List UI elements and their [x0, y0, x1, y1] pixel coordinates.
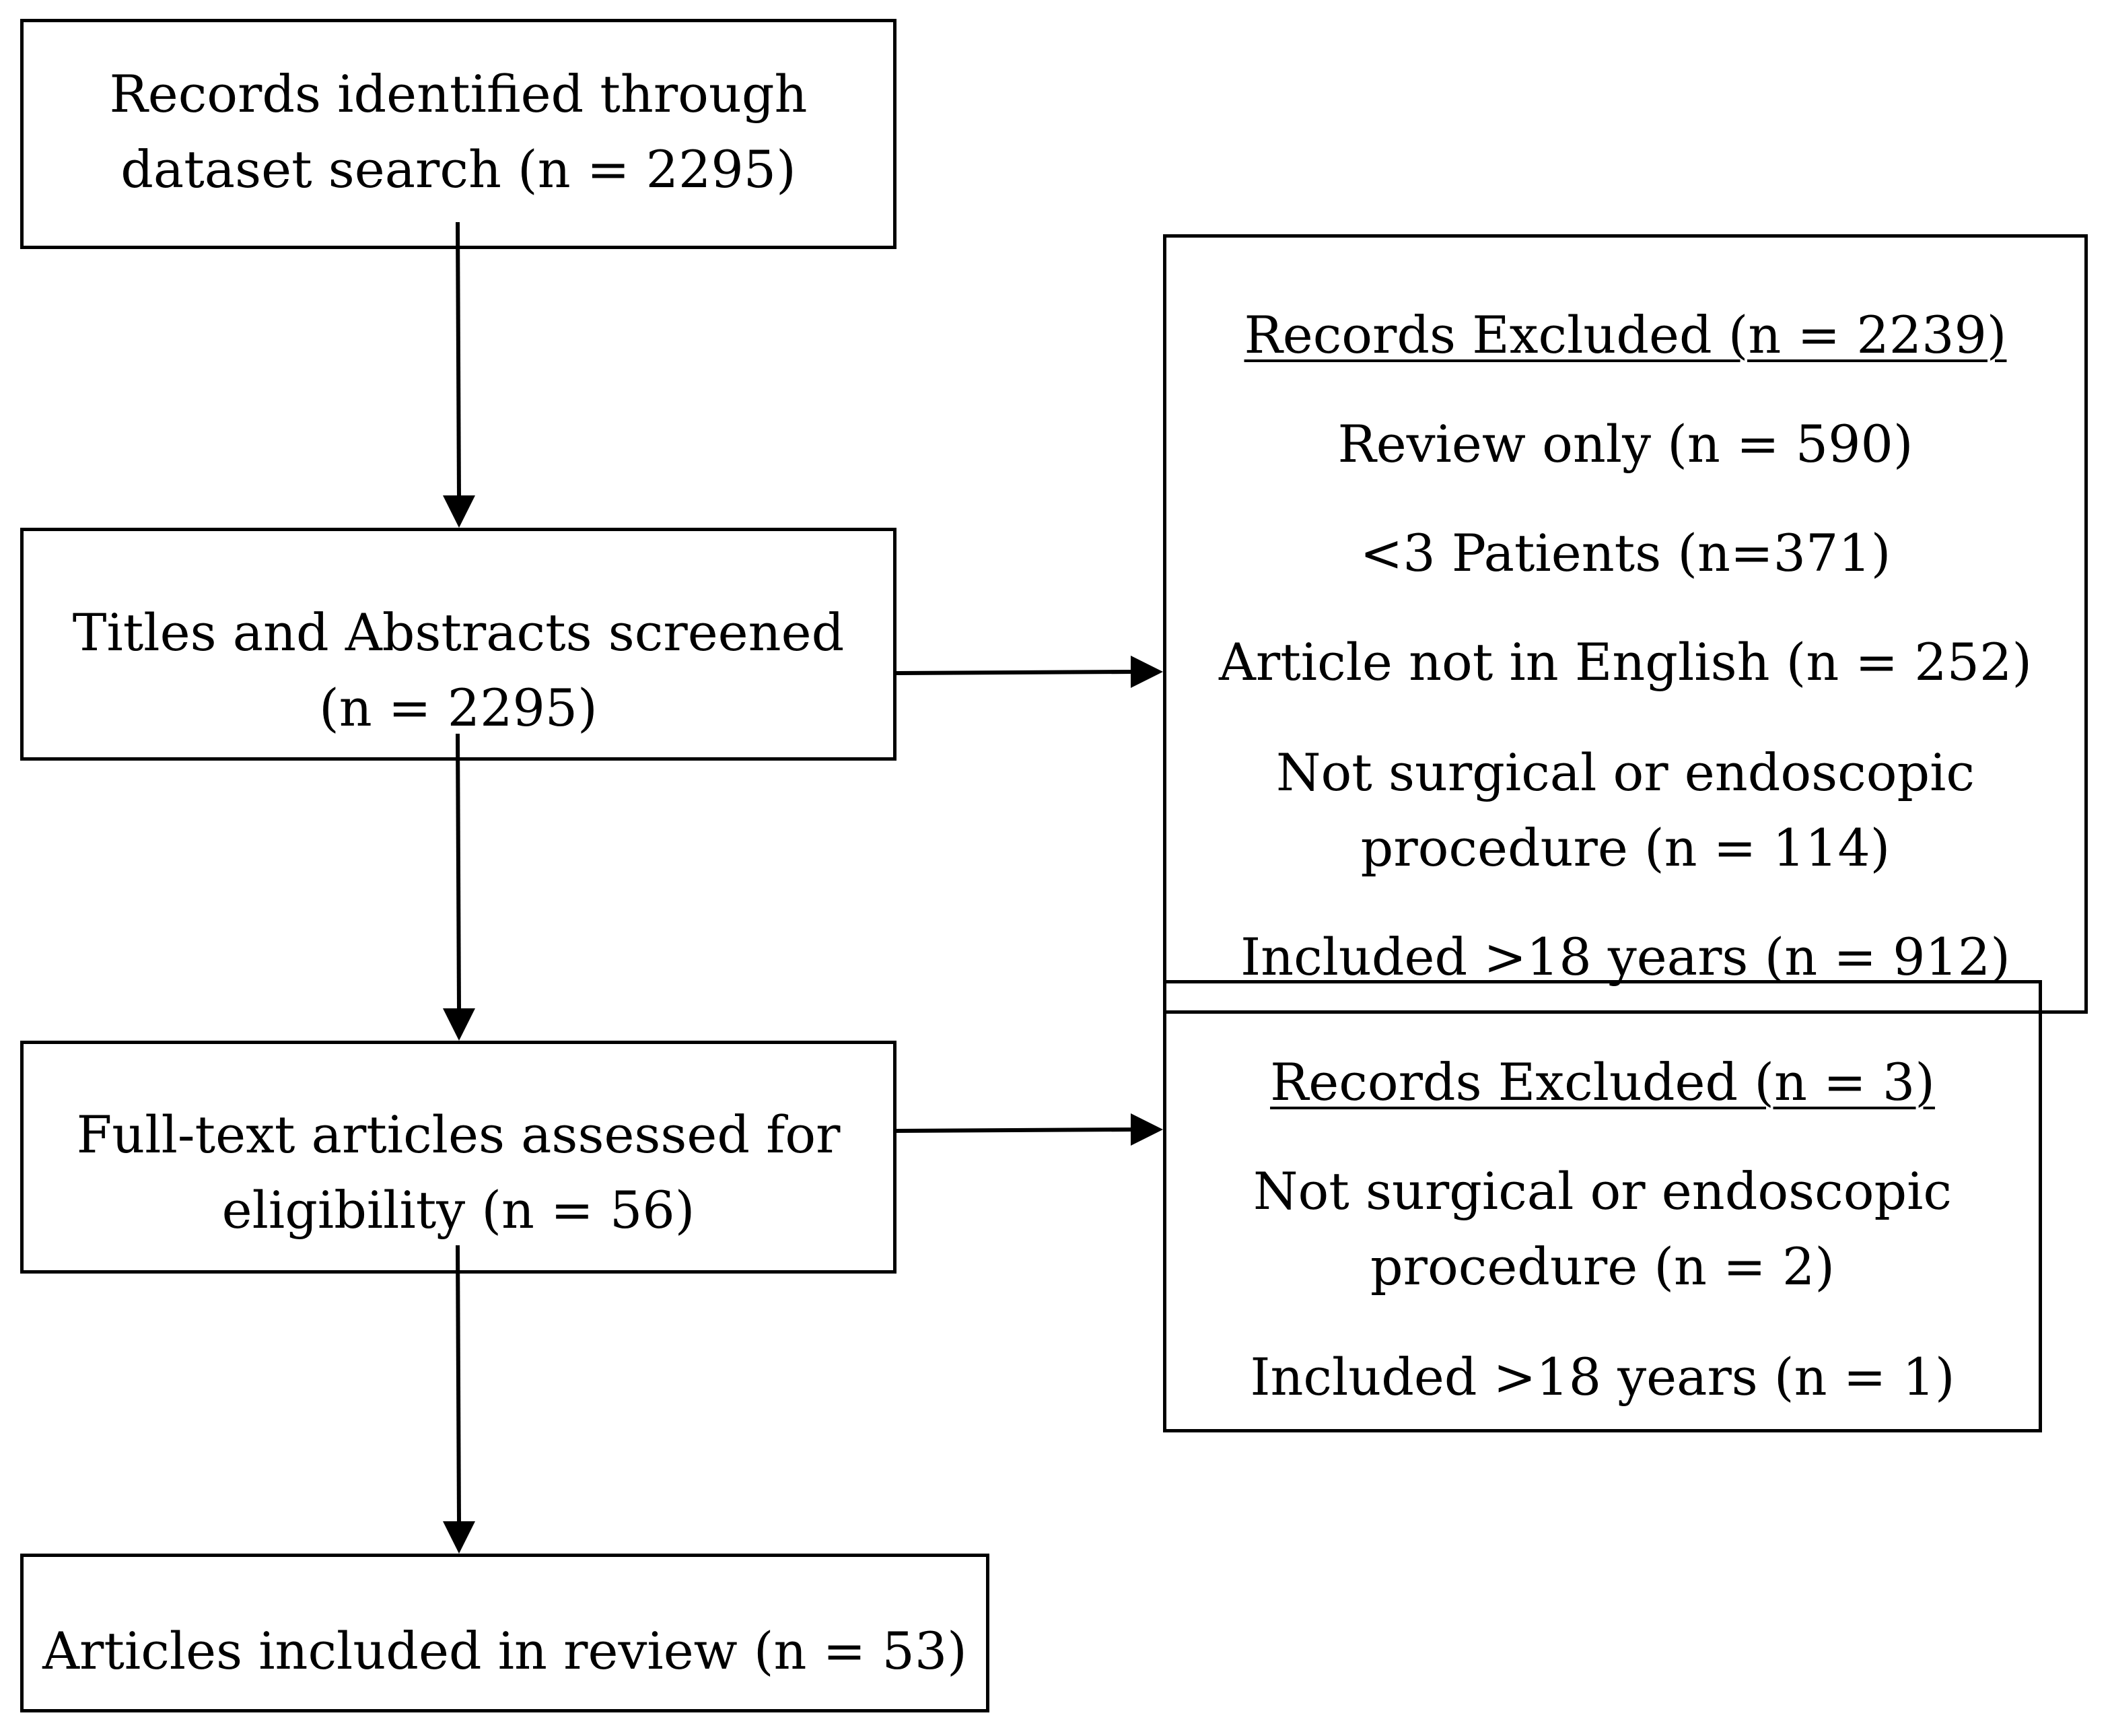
records-identified-line1: Records identified through — [109, 64, 808, 124]
arrowhead-excluded1 — [1131, 656, 1163, 688]
arrowhead-included — [443, 1521, 475, 1554]
records-identified-line2: dataset search (n = 2295) — [120, 139, 796, 199]
excluded-2-item-surgical-line1: Not surgical or endoscopic — [1253, 1161, 1952, 1221]
arrowhead-fulltext — [443, 1008, 475, 1041]
arrow-fulltext-to-excluded2 — [896, 1127, 1134, 1133]
included-line1: Articles included in review (n = 53) — [42, 1621, 967, 1681]
arrowhead-screened — [443, 495, 475, 528]
excluded-1-item-surgical-line2: procedure (n = 114) — [1360, 818, 1891, 878]
arrow-screened-to-fulltext — [456, 733, 461, 1010]
excluded-1-heading: Records Excluded (n = 2239) — [1244, 305, 2007, 365]
screened-box: Titles and Abstracts screened (n = 2295) — [20, 528, 896, 761]
arrow-identified-to-screened — [456, 221, 461, 499]
excluded-2-heading: Records Excluded (n = 3) — [1270, 1052, 1935, 1112]
excluded-1-item-patients: <3 Patients (n=371) — [1360, 523, 1891, 583]
excluded-2-item-age: Included >18 years (n = 1) — [1250, 1347, 1955, 1407]
arrow-fulltext-to-included — [456, 1245, 461, 1523]
screened-line2: (n = 2295) — [319, 678, 598, 738]
records-identified-box: Records identified through dataset searc… — [20, 19, 896, 249]
excluded-1-item-surgical-line1: Not surgical or endoscopic — [1276, 742, 1975, 802]
excluded-1-item-age: Included >18 years (n = 912) — [1240, 927, 2010, 987]
excluded-1-item-english: Article not in English (n = 252) — [1219, 632, 2032, 692]
excluded-1-item-review: Review only (n = 590) — [1337, 414, 1913, 474]
fulltext-line2: eligibility (n = 56) — [221, 1180, 695, 1240]
arrowhead-excluded2 — [1131, 1113, 1163, 1146]
fulltext-box: Full-text articles assessed for eligibil… — [20, 1041, 896, 1274]
screened-line1: Titles and Abstracts screened — [72, 602, 845, 662]
arrow-screened-to-excluded1 — [896, 670, 1134, 675]
excluded-box-2: Records Excluded (n = 3) Not surgical or… — [1163, 980, 2042, 1432]
fulltext-line1: Full-text articles assessed for — [76, 1105, 841, 1165]
excluded-box-1: Records Excluded (n = 2239) Review only … — [1163, 234, 2088, 1014]
included-box: Articles included in review (n = 53) — [20, 1554, 989, 1712]
excluded-2-item-surgical-line2: procedure (n = 2) — [1370, 1237, 1835, 1296]
